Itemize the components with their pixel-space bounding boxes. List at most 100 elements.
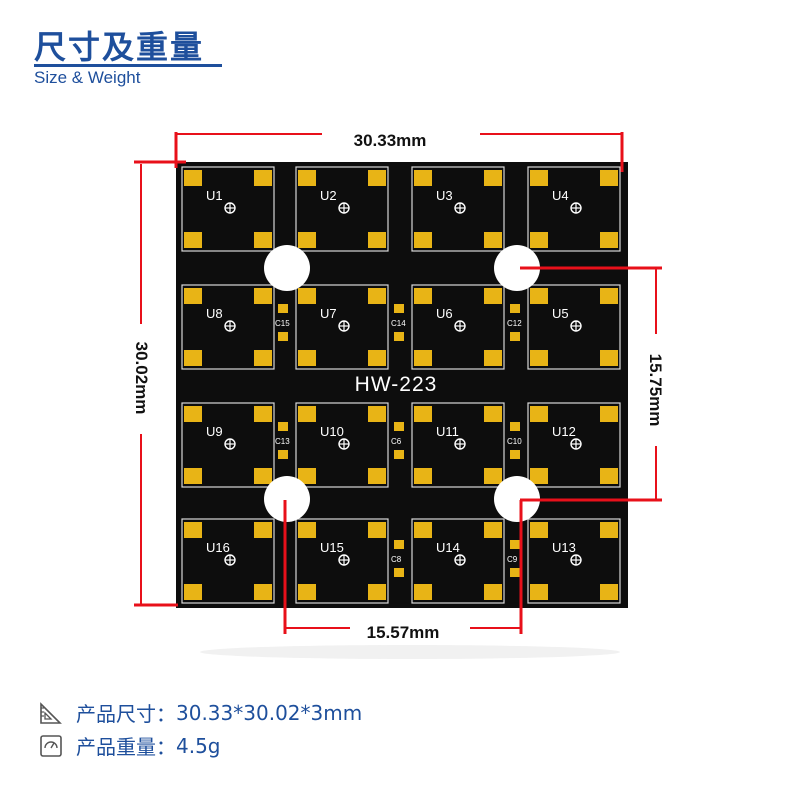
solder-pad <box>530 170 548 186</box>
capacitor-label: C9 <box>507 555 518 564</box>
solder-pad <box>184 288 202 304</box>
solder-pad <box>298 288 316 304</box>
solder-pad <box>414 288 432 304</box>
page-title: 尺寸及重量 <box>34 28 205 66</box>
chip-label: U1 <box>206 188 223 203</box>
chip-footprint: U2 <box>295 166 389 252</box>
chip-label: U9 <box>206 424 223 439</box>
chip-footprint: U1 <box>181 166 275 252</box>
solder-pad <box>600 350 618 366</box>
solder-pad <box>184 522 202 538</box>
capacitor: C15 <box>275 304 290 341</box>
chip-footprint: U3 <box>411 166 505 252</box>
solder-pad <box>254 288 272 304</box>
chip-footprint: U12 <box>527 402 621 488</box>
solder-pad <box>184 170 202 186</box>
solder-pad <box>368 288 386 304</box>
mounting-hole <box>264 245 310 291</box>
solder-pad <box>298 468 316 484</box>
solder-pad <box>368 350 386 366</box>
solder-pad <box>368 522 386 538</box>
solder-pad <box>600 468 618 484</box>
page-subtitle: Size & Weight <box>34 68 141 87</box>
board-model-label: HW-223 <box>355 373 438 396</box>
solder-pad <box>184 406 202 422</box>
chip-label: U6 <box>436 306 453 321</box>
solder-pad <box>368 170 386 186</box>
solder-pad <box>254 584 272 600</box>
solder-pad <box>368 406 386 422</box>
solder-pad <box>414 232 432 248</box>
chip-label: U12 <box>552 424 576 439</box>
pcb-board <box>176 162 628 608</box>
horizontal-hole-dimension: 15.57mm <box>283 500 523 642</box>
solder-pad <box>298 584 316 600</box>
solder-pad <box>184 232 202 248</box>
capacitor-label: C6 <box>391 437 402 446</box>
chip-footprint: U16 <box>181 518 275 604</box>
solder-pad <box>298 170 316 186</box>
chip-label: U14 <box>436 540 460 555</box>
height-dimension-label: 30.02mm <box>132 342 151 415</box>
solder-pad <box>530 350 548 366</box>
chip-label: U11 <box>436 424 459 439</box>
solder-pad <box>254 468 272 484</box>
chip-footprint: U5 <box>527 284 621 370</box>
solder-pad <box>530 584 548 600</box>
solder-pad <box>484 232 502 248</box>
solder-pad <box>600 584 618 600</box>
capacitor: C9 <box>507 540 520 577</box>
solder-pad <box>600 522 618 538</box>
scale-icon <box>40 734 62 757</box>
capacitor: C13 <box>275 422 290 459</box>
solder-pad <box>600 406 618 422</box>
chip-footprint: U11 <box>411 402 505 488</box>
horizontal-hole-dimension-label: 15.57mm <box>367 623 440 642</box>
chip-label: U2 <box>320 188 337 203</box>
chip-label: U16 <box>206 540 230 555</box>
capacitor-label: C10 <box>507 437 522 446</box>
chip-footprint: U15 <box>295 518 389 604</box>
solder-pad <box>530 232 548 248</box>
chip-footprint: U13 <box>527 518 621 604</box>
vertical-hole-dimension: 15.75mm <box>520 266 665 502</box>
spec-weight-value: 4.5g <box>176 733 221 758</box>
solder-pad <box>184 468 202 484</box>
chip-label: U7 <box>320 306 337 321</box>
spec-size-value: 30.33*30.02*3mm <box>176 700 363 725</box>
solder-pad <box>254 522 272 538</box>
title-underline <box>34 64 222 67</box>
chip-label: U5 <box>552 306 569 321</box>
solder-pad <box>530 468 548 484</box>
solder-pad <box>368 584 386 600</box>
solder-pad <box>298 522 316 538</box>
mounting-hole <box>264 476 310 522</box>
chip-label: U13 <box>552 540 576 555</box>
solder-pad <box>484 522 502 538</box>
chip-footprint: U14 <box>411 518 505 604</box>
capacitor: C14 <box>391 304 406 341</box>
capacitor: C6 <box>391 422 404 459</box>
solder-pad <box>368 232 386 248</box>
spec-weight-label: 产品重量： <box>76 735 176 759</box>
chip-footprint: U6 <box>411 284 505 370</box>
capacitor-label: C13 <box>275 437 290 446</box>
chip-label: U8 <box>206 306 223 321</box>
solder-pad <box>298 406 316 422</box>
solder-pad <box>484 406 502 422</box>
height-dimension: 30.02mm <box>132 160 186 607</box>
solder-pad <box>254 232 272 248</box>
spec-weight-row: 产品重量： 4.5g <box>38 731 221 760</box>
solder-pad <box>368 468 386 484</box>
solder-pad <box>184 350 202 366</box>
solder-pad <box>414 170 432 186</box>
ruler-triangle-icon <box>40 701 62 724</box>
chip-label: U3 <box>436 188 453 203</box>
board-shadow <box>200 645 620 659</box>
capacitor-label: C12 <box>507 319 522 328</box>
solder-pad <box>484 584 502 600</box>
solder-pad <box>530 288 548 304</box>
